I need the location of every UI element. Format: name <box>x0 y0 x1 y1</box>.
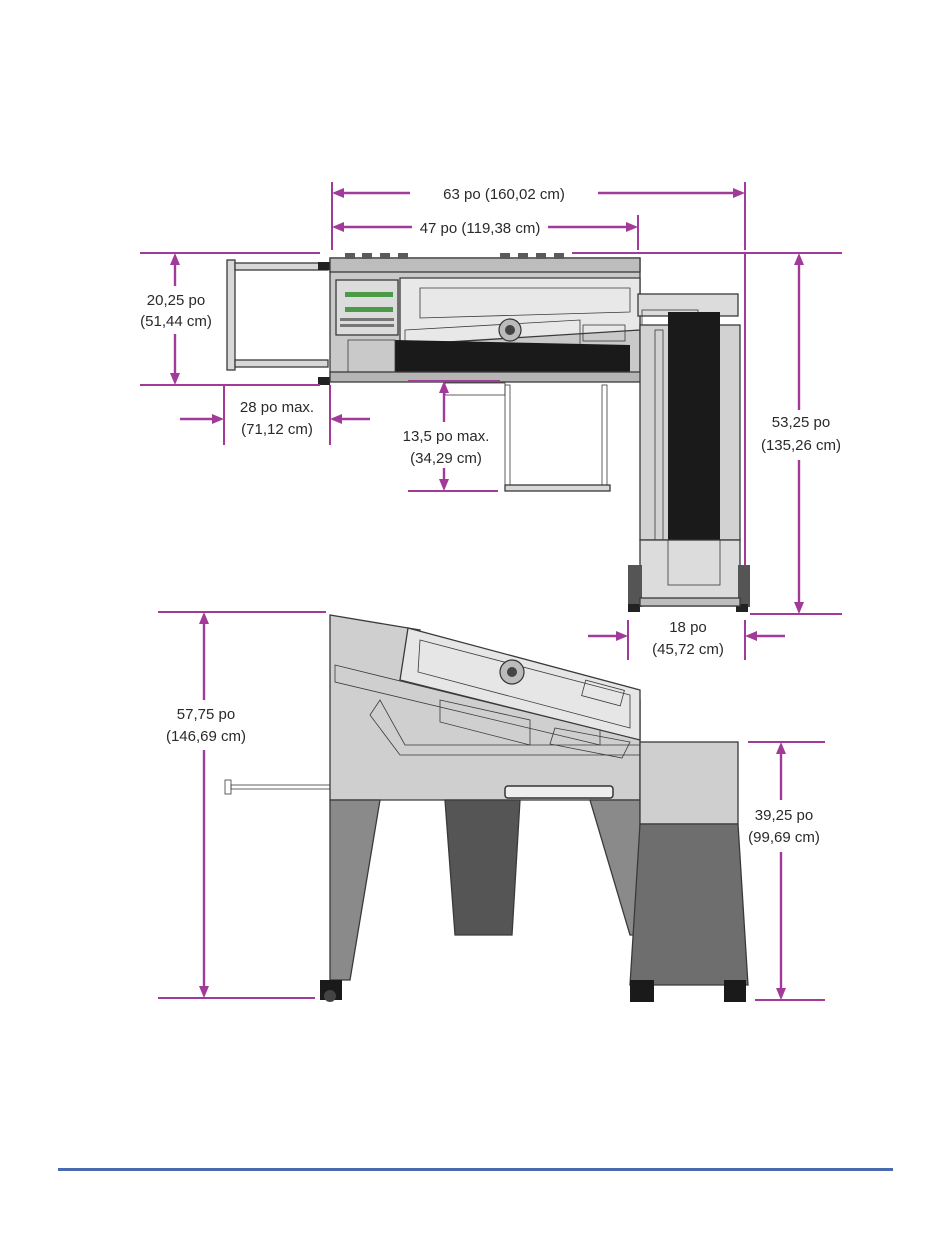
side-waste-bin <box>445 800 520 935</box>
label-stacker-height-cm: (135,26 cm) <box>761 437 841 454</box>
label-top-height-in: 20,25 po <box>147 292 205 309</box>
label-drawer-max-in: 13,5 po max. <box>403 428 490 445</box>
label-feeder-max-in: 28 po max. <box>240 399 314 416</box>
side-extension-rod <box>225 780 331 794</box>
label-cabinet-height-in: 39,25 po <box>755 807 813 824</box>
top-main-body <box>330 253 642 382</box>
footer-rule <box>58 1168 893 1171</box>
label-drawer-max-cm: (34,29 cm) <box>410 450 482 467</box>
label-machine-height-cm: (146,69 cm) <box>166 728 246 745</box>
label-cabinet-height-cm: (99,69 cm) <box>748 829 820 846</box>
feeder-extension <box>227 260 330 385</box>
top-stacker <box>628 294 750 612</box>
label-stacker-height-in: 53,25 po <box>772 414 830 431</box>
label-feeder-max-cm: (71,12 cm) <box>241 421 313 438</box>
side-view-machine <box>225 615 748 1002</box>
label-top-height-cm: (51,44 cm) <box>140 313 212 330</box>
label-stacker-width-cm: (45,72 cm) <box>652 641 724 658</box>
label-total-width: 63 po (160,02 cm) <box>443 186 565 203</box>
label-machine-height-in: 57,75 po <box>177 706 235 723</box>
side-cabinet <box>630 742 748 1002</box>
label-unit-width: 47 po (119,38 cm) <box>420 220 541 237</box>
label-stacker-width-in: 18 po <box>669 619 707 636</box>
